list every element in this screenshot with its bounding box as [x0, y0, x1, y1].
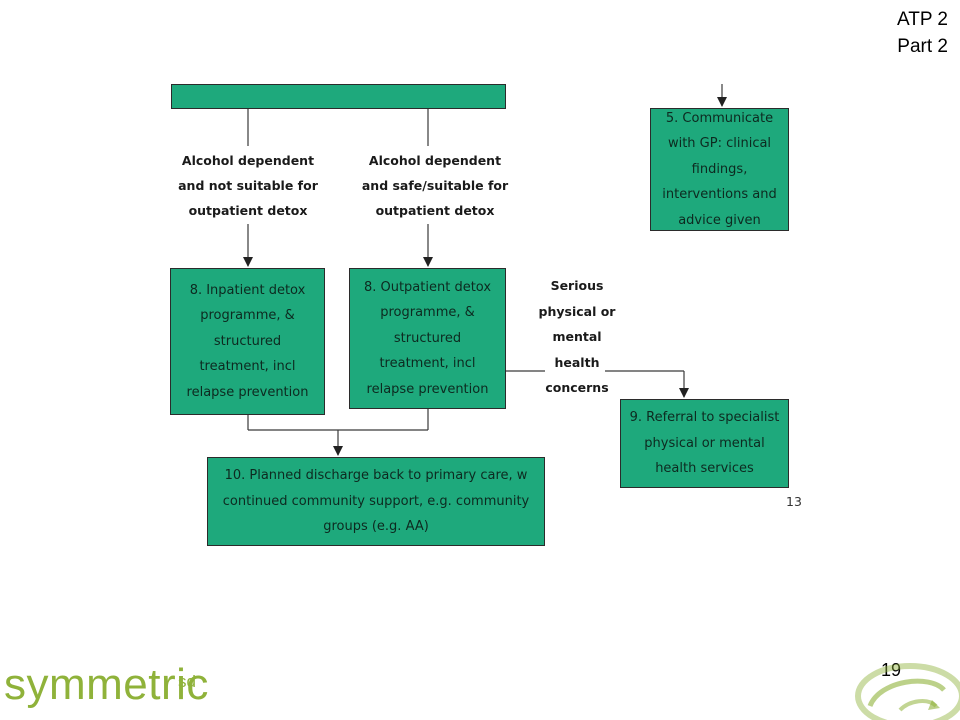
logo-superscript: sd: [178, 672, 196, 691]
logo-wordmark: symmetric: [4, 660, 209, 709]
box-referral: 9. Referral to specialist physical or me…: [620, 399, 789, 488]
box-communicate-gp: 5. Communicate with GP: clinical finding…: [650, 108, 789, 231]
top-partial-box: [171, 84, 506, 109]
corner-label-line1: ATP 2: [896, 9, 948, 30]
box-planned-discharge-text: 10. Planned discharge back to primary ca…: [222, 468, 530, 535]
label-suitable: Alcohol dependent and safe/suitable for …: [361, 153, 509, 218]
page-number: 19: [881, 660, 902, 680]
box-inpatient-detox: 8. Inpatient detox programme, & structur…: [170, 268, 325, 415]
label-serious-concerns: Serious physical or mental health concer…: [538, 278, 616, 395]
swirl-logo-icon: [855, 663, 960, 720]
box-outpatient-detox: 8. Outpatient detox programme, & structu…: [349, 268, 506, 409]
box-planned-discharge: 10. Planned discharge back to primary ca…: [207, 457, 545, 546]
corner-label: ATP 2 Part 2: [897, 6, 948, 60]
box-inpatient-detox-text: 8. Inpatient detox programme, & structur…: [186, 282, 309, 400]
figure-reference: 13: [786, 494, 802, 509]
box-referral-text: 9. Referral to specialist physical or me…: [629, 410, 780, 477]
box-communicate-gp-text: 5. Communicate with GP: clinical finding…: [662, 110, 777, 228]
label-not-suitable: Alcohol dependent and not suitable for o…: [178, 153, 318, 218]
box-outpatient-detox-text: 8. Outpatient detox programme, & structu…: [363, 279, 492, 397]
corner-label-line2: Part 2: [897, 36, 948, 57]
